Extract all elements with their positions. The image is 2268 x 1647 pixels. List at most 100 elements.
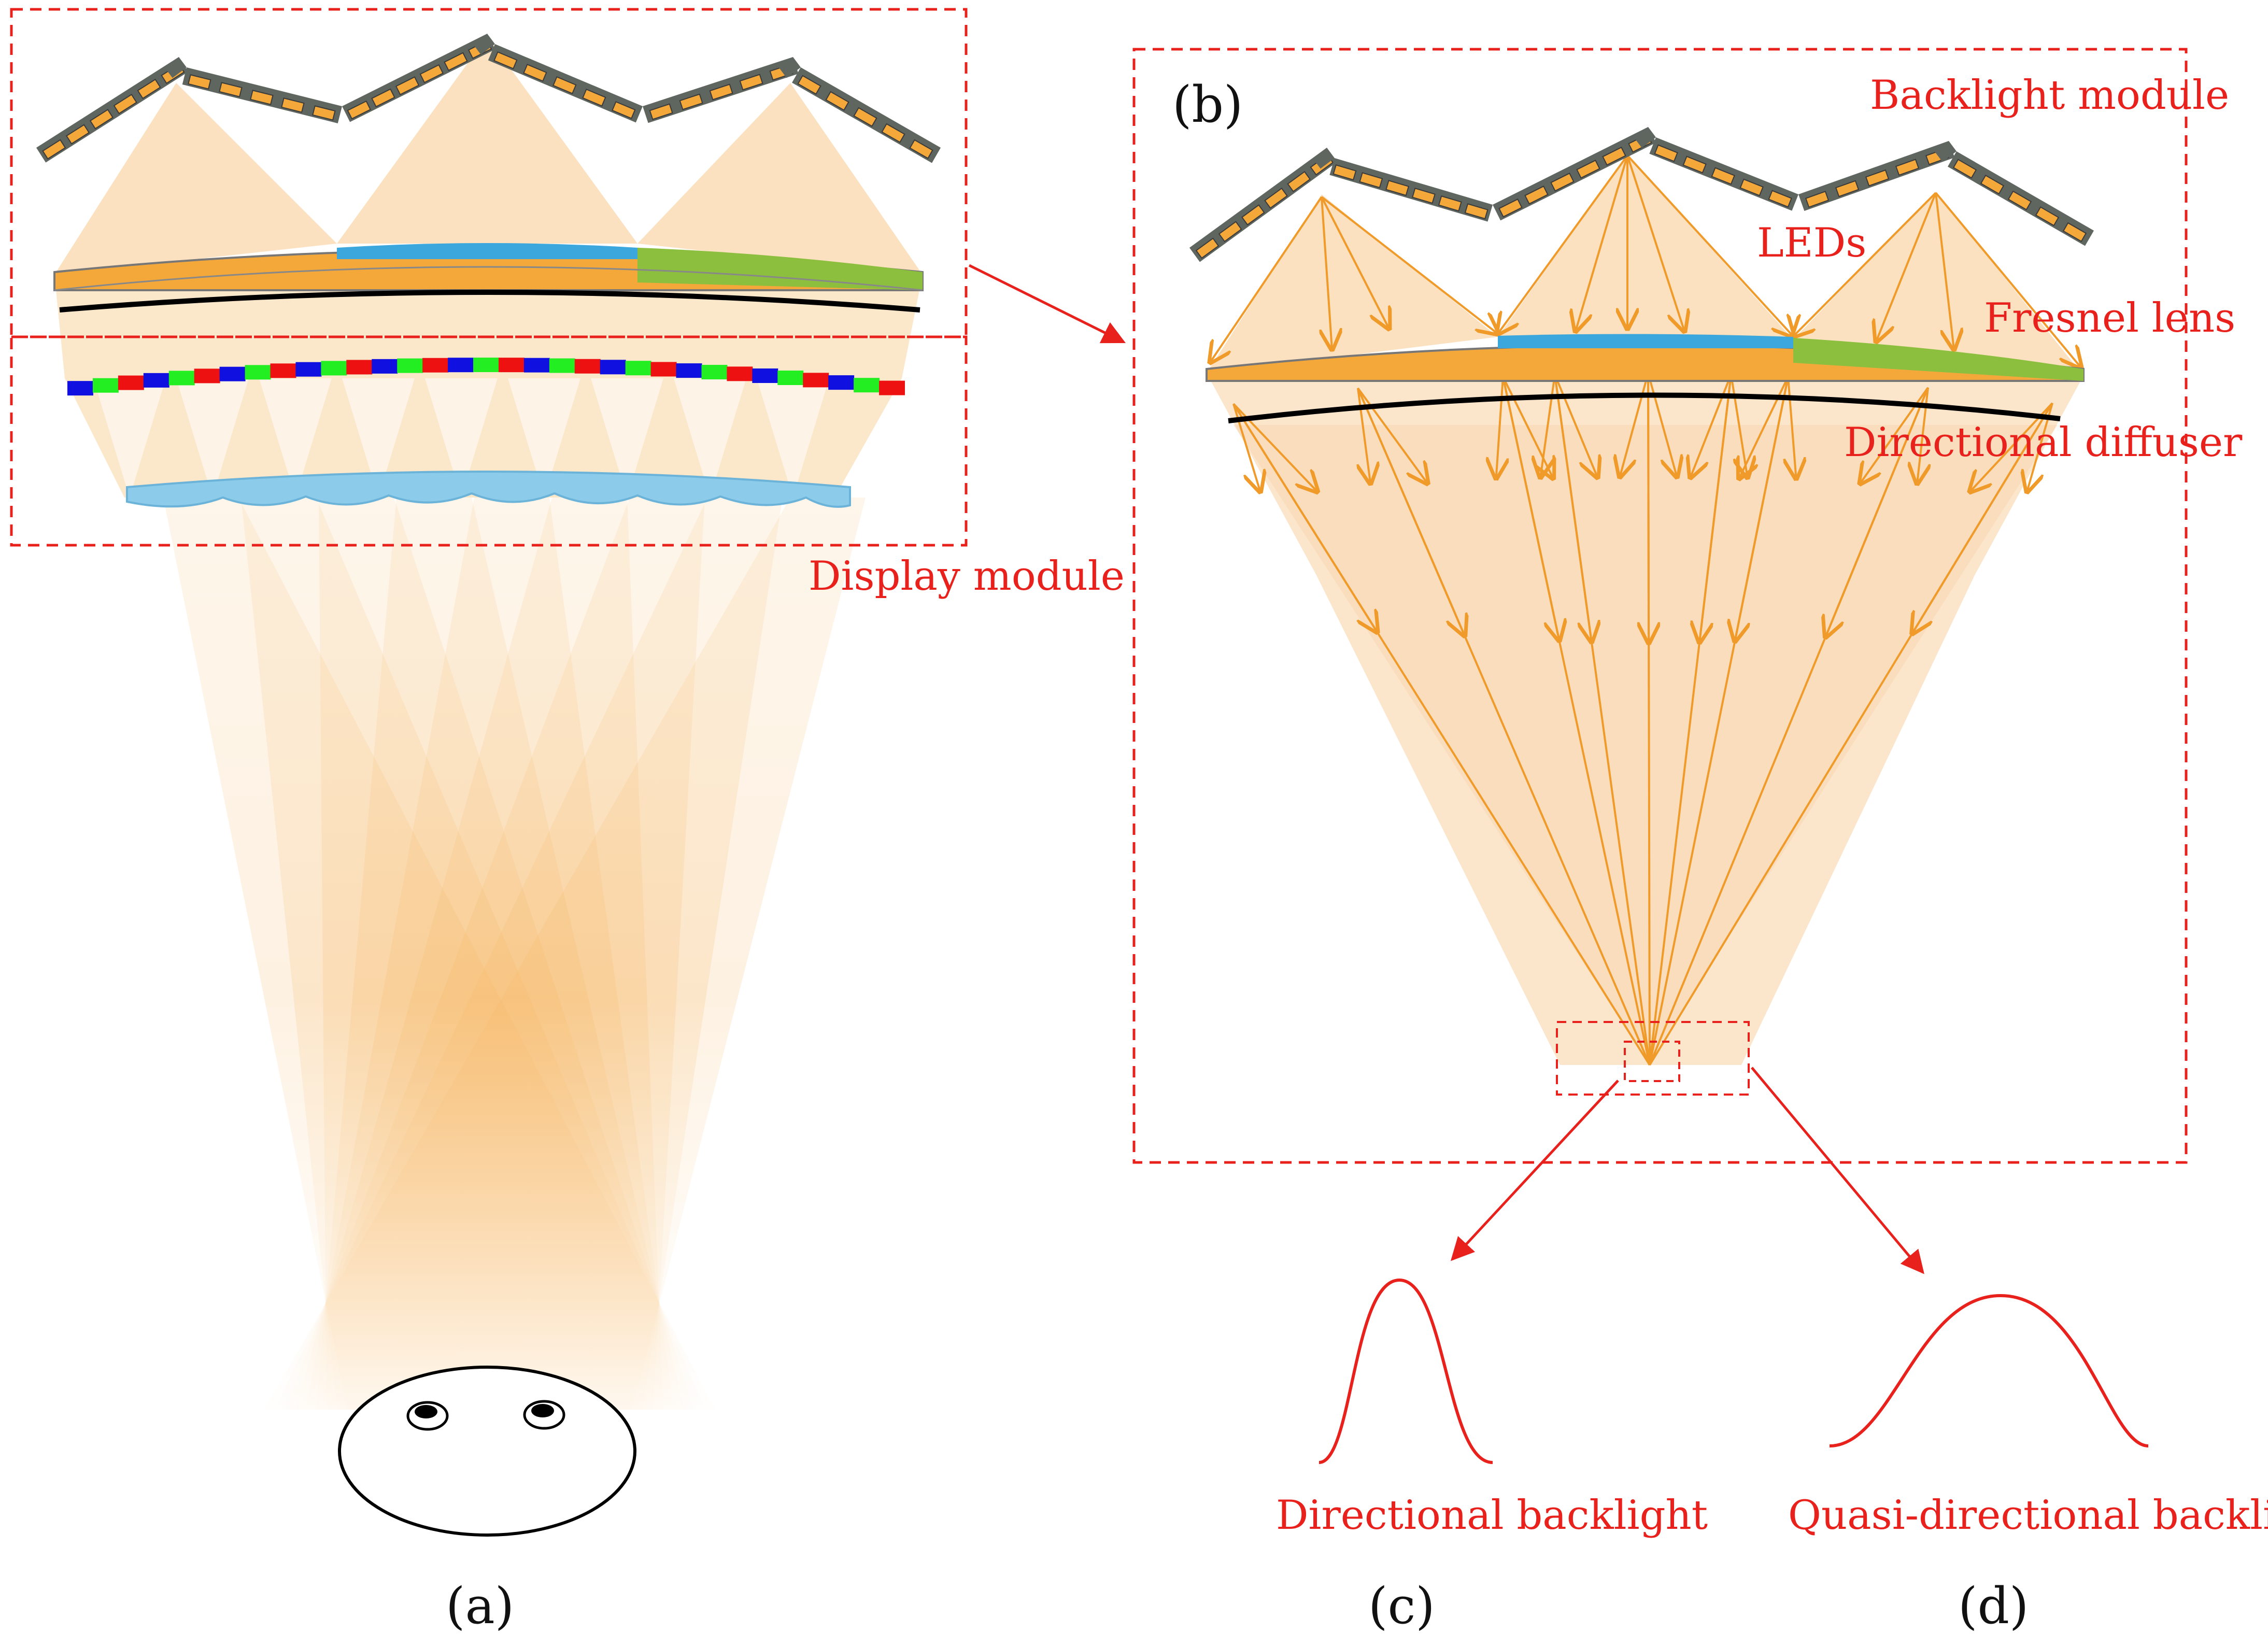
led-backlight-a: [36, 34, 941, 163]
led-cell: [1576, 160, 1600, 179]
cone-gap: [342, 378, 415, 498]
display-module-label: Display module: [809, 553, 1125, 600]
diffused-ray-center: [1735, 376, 1789, 641]
led-cell: [1739, 178, 1764, 196]
diffuser-b: [1228, 392, 2061, 423]
led-ray: [1935, 192, 2081, 367]
diffuser-a: [59, 290, 920, 313]
diffused-ray-right: [1647, 373, 1677, 477]
led-frame-segment: [1312, 148, 1335, 169]
subpixel: [397, 358, 423, 373]
led-cell: [137, 78, 161, 100]
led-cell: [709, 83, 733, 101]
subpixel: [727, 366, 753, 381]
diffused-ray-center: [1502, 376, 1559, 641]
focus-box-outer: [1556, 1021, 1750, 1096]
cone-gap: [425, 378, 498, 498]
subpixel: [143, 373, 169, 388]
led-cell: [853, 107, 877, 127]
subpixel: [219, 366, 246, 381]
led-backlight-b: [1189, 127, 2094, 262]
led-ray: [1576, 155, 1628, 331]
led-cell: [1524, 186, 1549, 205]
focus-box-inner: [1624, 1041, 1680, 1082]
display-box-a: [10, 335, 968, 547]
cone-gap: [93, 378, 166, 498]
directional-profile-curve: [1319, 1278, 1493, 1464]
subpixel: [600, 360, 626, 375]
subpixel: [346, 360, 373, 375]
led-cell: [1550, 173, 1575, 192]
subpixel: [270, 363, 296, 378]
diffused-ray-left: [1691, 374, 1732, 478]
led-ray: [1321, 196, 1389, 329]
led-cell: [1654, 144, 1678, 162]
led-cell: [1287, 171, 1311, 192]
led-cell: [493, 51, 518, 69]
led-frame-segment: [1934, 141, 1957, 162]
diffused-ray-center: [1554, 374, 1592, 642]
led-cell: [2007, 190, 2032, 210]
diffused-ray-center: [1232, 403, 1377, 632]
led-cell: [1895, 159, 1920, 176]
led-frame-segment: [778, 57, 801, 78]
diffused-ray-center: [1825, 387, 1929, 637]
led-cell: [825, 91, 849, 111]
zoom-arrow: [968, 264, 1126, 344]
subpixel: [372, 359, 398, 374]
led-cell: [1218, 221, 1242, 243]
led-cell: [1464, 203, 1489, 220]
led-cell: [881, 123, 905, 143]
panel-a-label: (a): [446, 1577, 514, 1635]
subpixel: [498, 358, 525, 373]
diffused-ray-left: [1739, 376, 1789, 478]
led-cell: [552, 76, 577, 94]
led-ray: [1626, 154, 1793, 336]
quasi-directional-profile-curve: [1829, 1294, 2149, 1447]
subpixel: [828, 375, 855, 390]
led-ray: [1626, 155, 1684, 331]
led-cell: [1333, 164, 1357, 181]
led-cell: [1865, 169, 1890, 187]
led-frame-segment: [1634, 127, 1656, 148]
subpixel: [549, 358, 575, 373]
led-cell: [42, 139, 66, 160]
led-ray: [1210, 196, 1323, 362]
diffused-ray-center: [1699, 374, 1732, 642]
fresnel-lens-label: Fresnel lens: [1984, 295, 2235, 342]
led-cell: [679, 93, 703, 110]
subpixel: [448, 358, 474, 373]
led-cell: [371, 88, 395, 108]
diffused-ray-left: [1620, 373, 1649, 477]
subpixel: [295, 362, 322, 377]
subpixel: [854, 378, 880, 393]
light-beam: [264, 498, 866, 1410]
led-cell: [219, 82, 243, 97]
led-cell: [2035, 206, 2060, 226]
subpixel: [752, 368, 778, 384]
diffused-ray-right: [1357, 387, 1427, 484]
cone-gap: [259, 378, 332, 498]
led-cell: [523, 64, 547, 82]
diffused-ray-right: [1554, 374, 1597, 477]
led-cell: [1952, 159, 1977, 179]
directional-backlight-label: Directional backlight: [1276, 1492, 1708, 1539]
fresnel-lens-a: [53, 243, 924, 291]
led-cell: [395, 76, 420, 95]
subpixel: [650, 362, 677, 377]
subpixel: [523, 358, 550, 373]
subpixel: [803, 373, 829, 388]
backlight-cones-b: [1207, 155, 2083, 376]
quasi-directional-backlight-label: Quasi-directional backlight: [1788, 1492, 2268, 1539]
fresnel-lens-b: [1206, 334, 2085, 382]
cone-gap: [757, 378, 829, 498]
led-cell: [281, 97, 305, 113]
subpixel: [194, 368, 220, 384]
microlens-array: [126, 471, 851, 508]
subpixel: [422, 358, 449, 373]
led-ray: [1935, 192, 1954, 349]
diffused-ray-left: [1358, 388, 1370, 484]
subpixel: [168, 371, 195, 386]
led-cell: [649, 103, 673, 120]
subpixel: [676, 363, 702, 378]
